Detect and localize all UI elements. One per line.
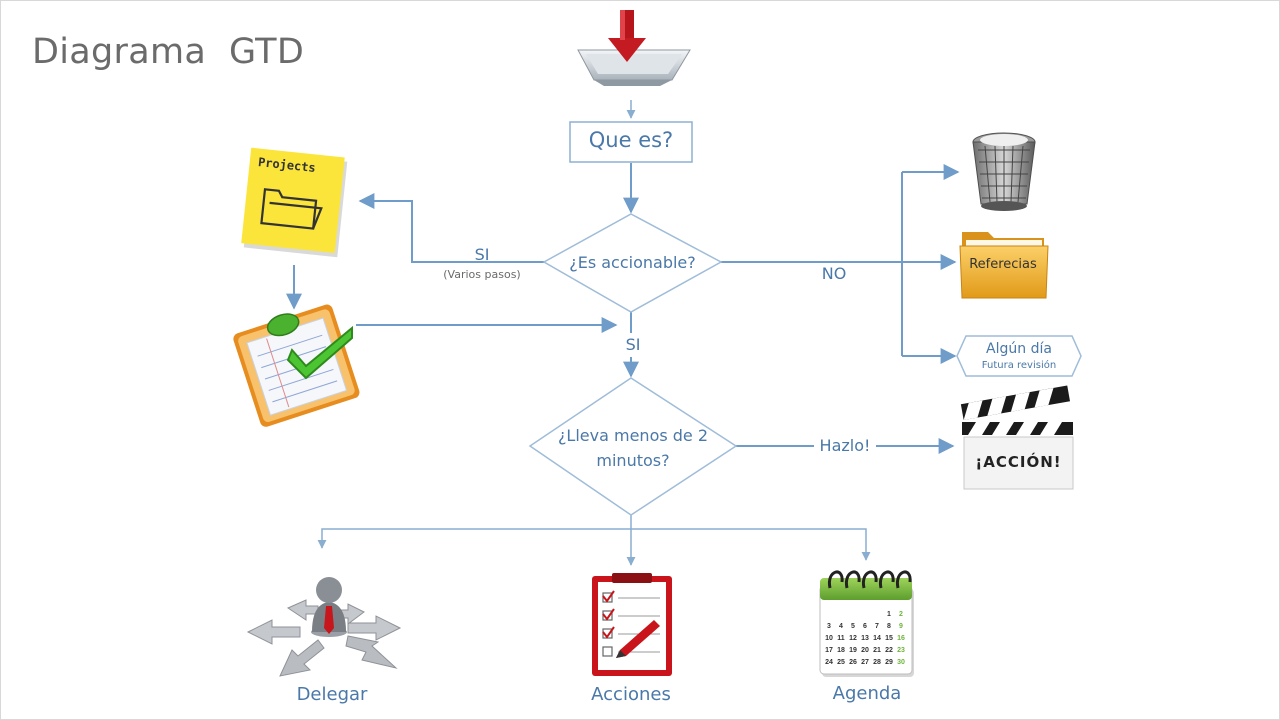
calendar-day: 16 xyxy=(897,635,905,642)
calendar-day: 26 xyxy=(849,659,857,666)
calendar-day: 5 xyxy=(851,623,855,630)
node-referencias: Referecias xyxy=(969,257,1037,272)
edge-label-varios-pasos: (Varios pasos) xyxy=(443,268,521,281)
inbox-tray-icon xyxy=(577,10,691,86)
edge-to-delegar xyxy=(317,528,631,549)
calendar-day: 3 xyxy=(827,623,831,630)
projects-postit-icon xyxy=(241,147,348,258)
acciones-clipboard-icon xyxy=(592,573,672,676)
calendar-day: 10 xyxy=(825,635,833,642)
node-es-accionable: ¿Es accionable? xyxy=(569,253,696,272)
que-es-box xyxy=(569,121,693,163)
edge-label-si-left: SI xyxy=(474,245,490,264)
delegar-figure-icon xyxy=(246,577,402,677)
es-accionable-diamond xyxy=(542,213,723,313)
node-algun-dia: Algún día xyxy=(986,341,1052,357)
edge-si-to-projects xyxy=(358,193,544,263)
edge-to-agenda xyxy=(631,528,871,561)
lleva-menos-diamond xyxy=(528,377,738,516)
calendar-day: 14 xyxy=(873,635,881,642)
calendar-day: 1 xyxy=(887,611,891,618)
folder-icon xyxy=(959,232,1049,299)
node-lleva-menos-line2: minutos? xyxy=(596,451,670,470)
calendar-day: 27 xyxy=(861,659,869,666)
calendar-day: 23 xyxy=(897,647,905,654)
checkmark-icon xyxy=(286,325,353,380)
calendar-ring xyxy=(827,570,844,589)
calendar-day: 7 xyxy=(875,623,879,630)
calendar-day: 20 xyxy=(861,647,869,654)
calendar-day: 4 xyxy=(839,623,843,630)
calendar-day: 21 xyxy=(873,647,881,654)
calendar-day: 18 xyxy=(837,647,845,654)
calendar-ring xyxy=(895,570,912,589)
clapperboard-icon xyxy=(960,385,1074,490)
algun-dia-box xyxy=(956,335,1082,377)
calendar-ring xyxy=(861,570,878,589)
calendar-day: 8 xyxy=(887,623,891,630)
calendar-day: 17 xyxy=(825,647,833,654)
calendar-day: 13 xyxy=(861,635,869,642)
calendar-day: 11 xyxy=(837,635,845,642)
clapperboard-accion-label: ¡ACCIÓN! xyxy=(975,453,1062,471)
calendar-day: 2 xyxy=(899,611,903,618)
calendar-day: 28 xyxy=(873,659,881,666)
edge-label-no: NO xyxy=(821,264,847,283)
bottom-label-agenda: Agenda xyxy=(832,683,902,704)
calendar-day: 30 xyxy=(897,659,905,666)
calendar-day: 24 xyxy=(825,659,833,666)
bottom-label-acciones: Acciones xyxy=(591,684,671,705)
diagram-title: Diagrama GTD xyxy=(32,32,305,72)
calendar-day: 15 xyxy=(885,635,893,642)
bottom-label-delegar: Delegar xyxy=(296,684,368,705)
trash-bin-icon xyxy=(972,132,1036,211)
calendar-day: 25 xyxy=(837,659,845,666)
node-que-es: Que es? xyxy=(588,128,674,152)
edge-label-hazlo: Hazlo! xyxy=(814,436,876,455)
calendar-day: 9 xyxy=(899,623,903,630)
calendar-day: 12 xyxy=(849,635,857,642)
calendar-ring xyxy=(844,570,861,589)
calendar-day: 19 xyxy=(849,647,857,654)
node-futura-revision: Futura revisión xyxy=(981,360,1057,371)
node-lleva-menos-line1: ¿Lleva menos de 2 xyxy=(557,426,709,445)
calendar-ring xyxy=(878,570,895,589)
edge-label-si-down: SI xyxy=(613,335,653,354)
calendar-day: 29 xyxy=(885,659,893,666)
calendar-day: 6 xyxy=(863,623,867,630)
calendar-day: 22 xyxy=(885,647,893,654)
